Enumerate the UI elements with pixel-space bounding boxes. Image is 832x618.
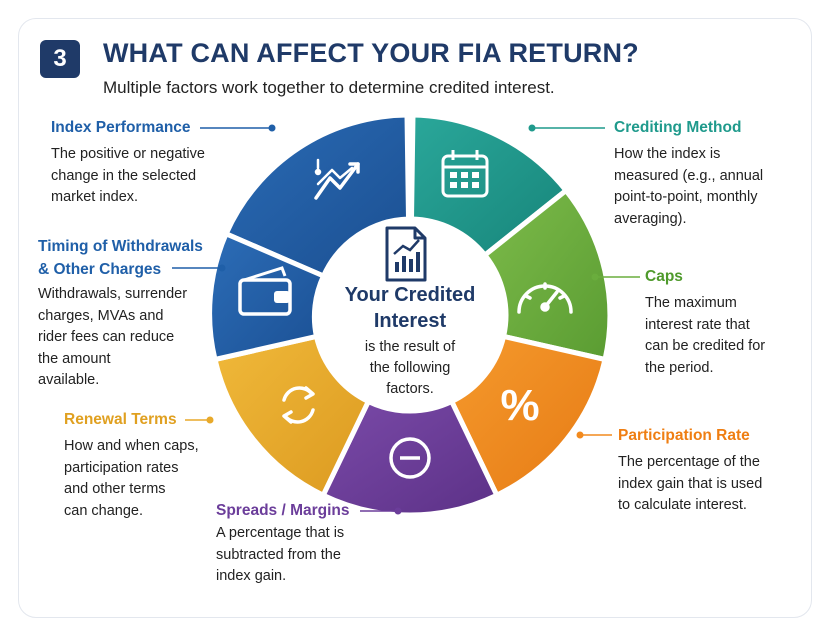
desc-line: How the index is <box>614 146 721 162</box>
desc-line: averaging). <box>614 210 687 227</box>
desc-line: charges, MVAs and <box>38 307 164 324</box>
factor-renewal-terms: Renewal Terms How and when caps, partici… <box>64 410 199 522</box>
factor-timing-withdrawals: Timing of Withdrawals & Other Charges Wi… <box>38 235 203 392</box>
desc-line: can change. <box>64 502 144 519</box>
desc-line: the amount <box>38 350 111 367</box>
center-desc-line2: the following <box>369 360 451 376</box>
factor-title: Spreads / Margins <box>216 502 350 519</box>
trend-chart-icon <box>314 158 360 200</box>
desc-line: subtracted from the <box>216 546 341 563</box>
factor-crediting-method: Crediting Method How the index is measur… <box>614 118 763 230</box>
desc-line: the period. <box>645 359 714 376</box>
wallet-icon <box>238 266 292 316</box>
factor-title: Index Performance <box>51 119 191 136</box>
factor-title: Renewal Terms <box>64 411 177 428</box>
factor-spreads-margins: Spreads / Margins A percentage that is s… <box>216 501 350 588</box>
factor-desc: The positive or negative change in the s… <box>51 144 205 209</box>
factor-caps: Caps The maximum interest rate that can … <box>645 267 765 379</box>
desc-line: to calculate interest. <box>618 497 747 513</box>
desc-line: participation rates <box>64 459 179 476</box>
desc-line: The positive or negative <box>51 146 205 162</box>
factor-title-line2: & Other Charges <box>38 261 162 278</box>
factor-title-line1: Timing of Withdrawals <box>38 238 203 255</box>
desc-line: can be credited for <box>645 338 766 354</box>
desc-line: index gain. <box>216 568 287 584</box>
factor-title: Caps <box>645 268 683 285</box>
factor-title: Participation Rate <box>618 427 750 444</box>
factor-desc: Withdrawals, surrender charges, MVAs and… <box>38 284 203 392</box>
center-title-line2: Interest <box>373 310 447 332</box>
factor-participation-rate: Participation Rate The percentage of the… <box>618 426 762 517</box>
percent-icon: % <box>500 381 539 430</box>
desc-line: rider fees can reduce <box>38 329 175 345</box>
factor-desc: The maximum interest rate that can be cr… <box>645 293 765 379</box>
center-desc: is the result of the following factors. <box>325 337 495 400</box>
step-number-badge: 3 <box>40 40 80 78</box>
speedometer-icon <box>517 282 573 314</box>
desc-line: The percentage of the <box>618 454 760 470</box>
refresh-icon <box>282 386 315 424</box>
center-circle <box>314 219 506 411</box>
desc-line: The maximum <box>645 295 737 311</box>
factor-desc: How and when caps, participation rates a… <box>64 436 199 522</box>
factor-title: Crediting Method <box>614 119 742 136</box>
center-label: Your Credited Interest is the result of … <box>325 282 495 400</box>
document-chart-icon <box>385 226 427 282</box>
page-title: WHAT CAN AFFECT YOUR FIA RETURN? <box>103 38 639 68</box>
factor-index-performance: Index Performance The positive or negati… <box>51 118 205 209</box>
desc-line: Withdrawals, surrender <box>38 286 188 302</box>
page-subtitle: Multiple factors work together to determ… <box>103 78 555 97</box>
desc-line: interest rate that <box>645 316 750 333</box>
desc-line: available. <box>38 372 100 388</box>
center-title-line1: Your Credited <box>344 284 476 306</box>
svg-text:%: % <box>500 381 539 430</box>
desc-line: A percentage that is <box>216 525 345 541</box>
desc-line: index gain that is used <box>618 475 763 492</box>
center-desc-line3: factors. <box>386 381 434 397</box>
desc-line: point-to-point, monthly <box>614 189 758 205</box>
calendar-icon <box>441 150 489 198</box>
desc-line: How and when caps, <box>64 438 199 454</box>
factor-desc: How the index is measured (e.g., annual … <box>614 144 763 230</box>
center-desc-line1: is the result of <box>364 339 456 355</box>
desc-line: market index. <box>51 189 139 205</box>
desc-line: measured (e.g., annual <box>614 167 764 184</box>
desc-line: change in the selected <box>51 167 197 184</box>
factor-desc: A percentage that is subtracted from the… <box>216 523 350 588</box>
desc-line: and other terms <box>64 481 166 497</box>
minus-circle-icon <box>389 437 431 479</box>
leader-lines <box>172 124 640 515</box>
factor-desc: The percentage of the index gain that is… <box>618 452 762 517</box>
